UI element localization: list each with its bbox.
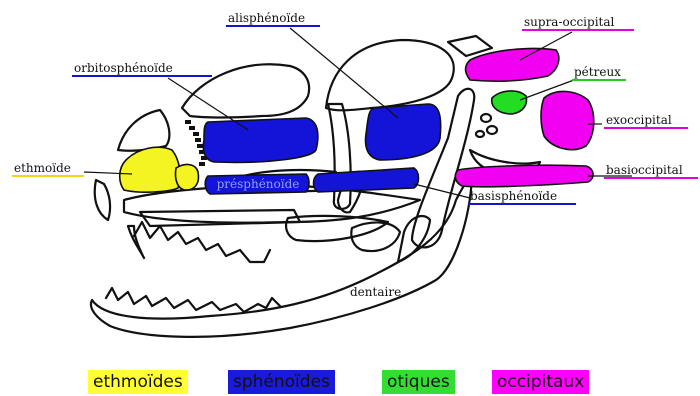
foramen-dot xyxy=(189,126,195,130)
ethmoide-label: ethmoïde xyxy=(14,161,71,175)
legend-otiques: otiques xyxy=(382,370,455,394)
foramen-dot xyxy=(195,138,201,142)
legend-occipitaux: occipitaux xyxy=(492,370,589,394)
parietal-bone-outline xyxy=(326,40,454,110)
legend-ethmoides: ethmoïdes xyxy=(88,370,188,394)
leader-alisphenoide xyxy=(290,28,398,118)
supra-occipital-label: supra-occipital xyxy=(524,15,615,29)
nasal-bone-outline xyxy=(118,110,169,151)
frontal-bone-outline xyxy=(182,64,309,117)
orbitosphenoid-region xyxy=(203,118,318,162)
mandible-inner-outline xyxy=(398,216,430,262)
foramen-dot xyxy=(193,132,199,136)
foramen-dot xyxy=(185,120,191,124)
lower-teeth-outline xyxy=(106,288,280,312)
basioccipital-region xyxy=(455,165,593,187)
crest-bone-outline xyxy=(448,36,492,56)
presphenoide-label: présphénoïde xyxy=(217,177,300,191)
basisphenoide-label: basisphénoïde xyxy=(470,189,557,203)
alisphenoide-label: alisphénoïde xyxy=(228,11,305,25)
upper-teeth-outline xyxy=(134,222,270,262)
supra-occipital-region xyxy=(466,48,559,81)
ethmoid-small-region xyxy=(175,165,198,190)
alisphenoid-region xyxy=(366,104,441,160)
petreux-region xyxy=(492,91,527,114)
ossicle-1-outline xyxy=(481,114,491,122)
foramen-dot xyxy=(199,162,205,166)
ethmoid-large-region xyxy=(120,147,180,192)
basioccipital-label: basioccipital xyxy=(606,163,683,177)
exoccipital-label: exoccipital xyxy=(606,113,672,127)
legend-sphenoides: sphénoïdes xyxy=(228,370,335,394)
foramen-dot xyxy=(197,144,203,148)
jaw-hinge-outline xyxy=(351,222,400,251)
incisor-outline xyxy=(95,180,110,220)
ossicle-3-outline xyxy=(476,131,484,137)
orbitosphenoide-label: orbitosphénoïde xyxy=(74,61,173,75)
ossicle-2-outline xyxy=(487,126,497,134)
exoccipital-region xyxy=(541,91,594,149)
petreux-label: pétreux xyxy=(574,65,621,79)
dentaire-label: dentaire xyxy=(350,285,401,299)
